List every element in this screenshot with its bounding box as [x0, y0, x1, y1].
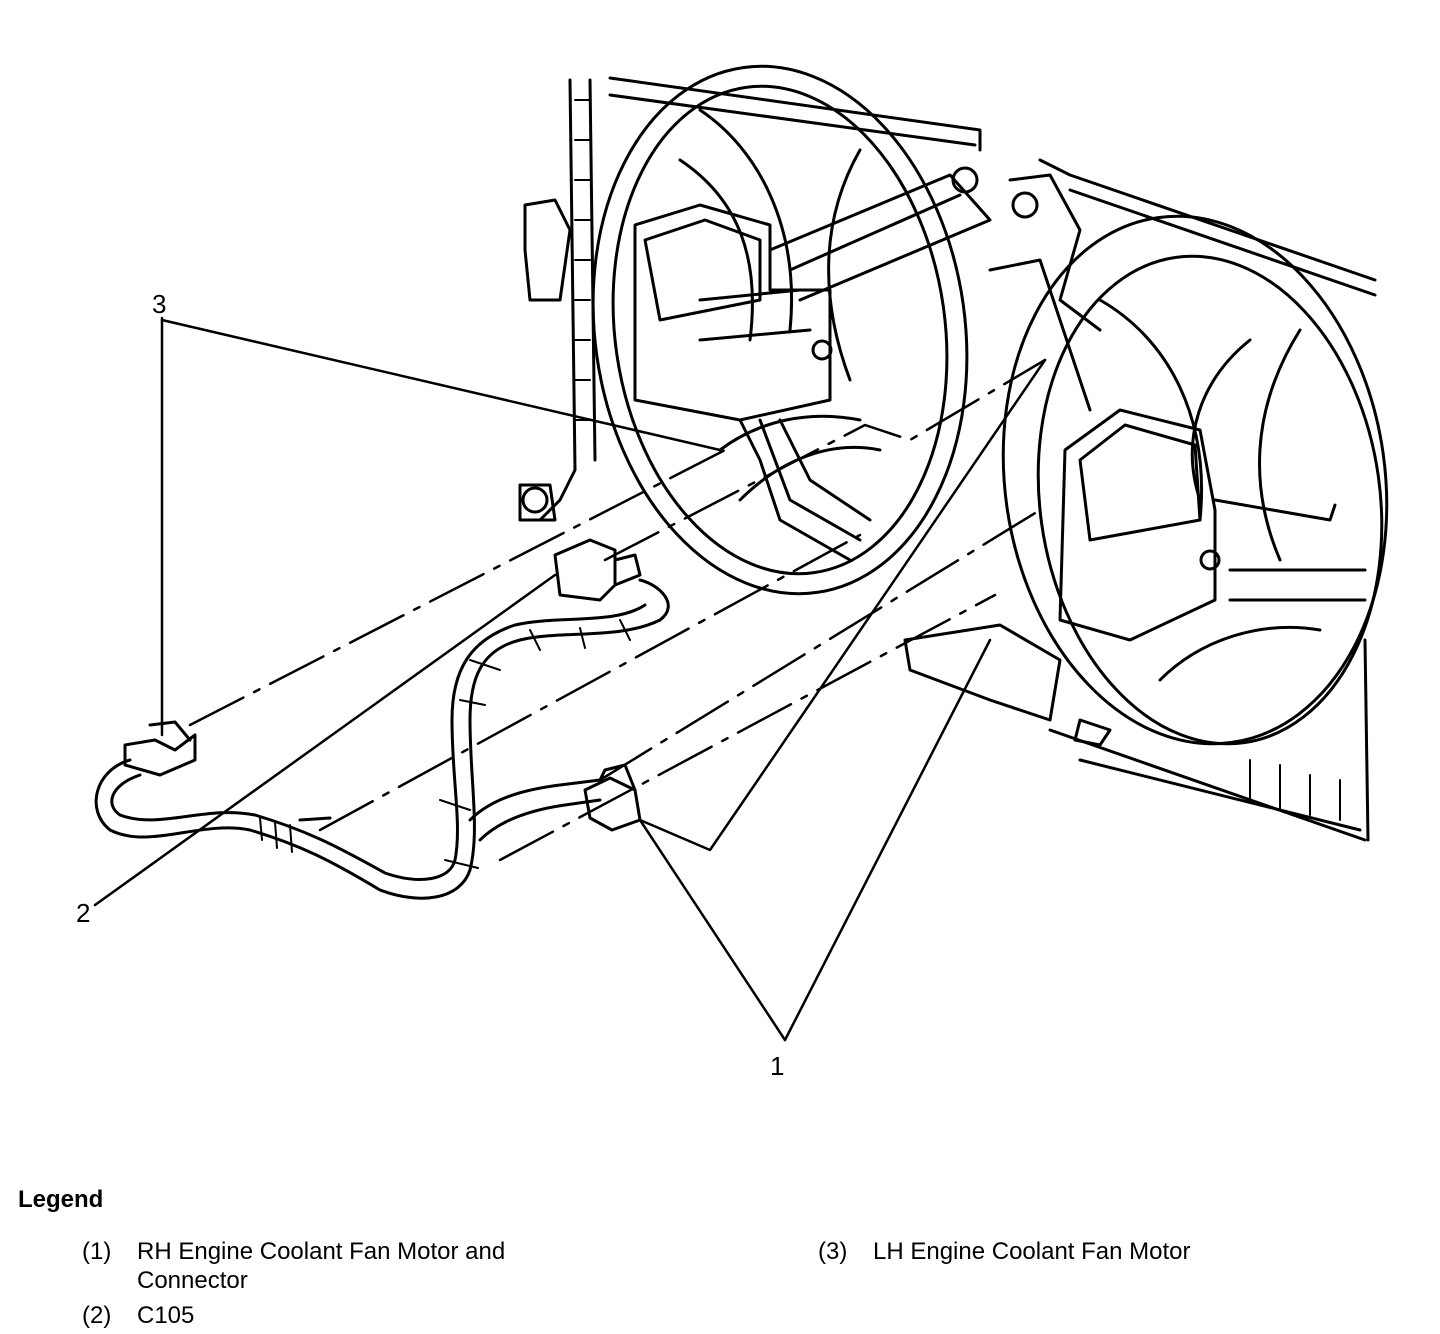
radiator-frame	[538, 76, 1377, 842]
legend-item-text: LH Engine Coolant Fan Motor	[873, 1238, 1191, 1265]
legend-item-number: (1)	[82, 1238, 112, 1265]
lh-fan-assembly	[518, 64, 992, 596]
legend-title: Legend	[18, 1186, 104, 1213]
wiring-harness	[94, 538, 670, 900]
callout-2-label: 2	[76, 898, 90, 928]
legend-item-text: RH Engine Coolant Fan Motor and Connecto…	[137, 1238, 506, 1294]
legend-item: (1) RH Engine Coolant Fan Motor and Conn…	[82, 1237, 597, 1295]
fan-wiring-diagram: 3 2 1	[76, 64, 1389, 1081]
alignment-lines	[188, 358, 1047, 862]
legend-item: (3) LH Engine Coolant Fan Motor	[818, 1237, 1333, 1266]
callout-leaders	[93, 316, 1047, 1042]
rh-fan-assembly	[903, 173, 1389, 747]
callout-3-label: 3	[152, 289, 166, 319]
legend-item-text: C105	[137, 1302, 195, 1329]
legend-item-number: (3)	[818, 1238, 848, 1265]
legend-item: (2) C105	[82, 1301, 597, 1330]
callout-1-label: 1	[770, 1051, 784, 1081]
legend-item-number: (2)	[82, 1302, 112, 1329]
